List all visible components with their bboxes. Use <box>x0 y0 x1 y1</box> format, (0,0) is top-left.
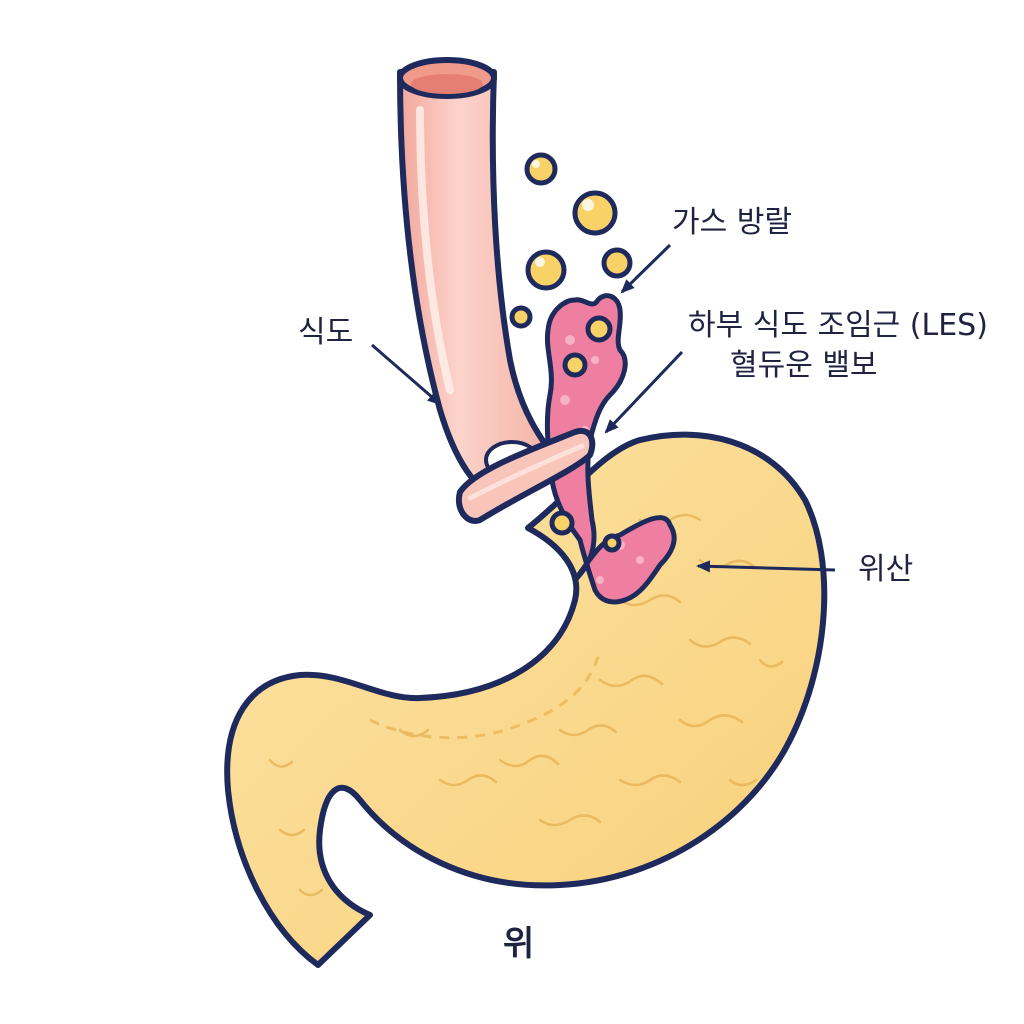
gas-bubble <box>528 252 564 288</box>
gas-bubble <box>552 513 572 533</box>
stomach-acid-label: 위산 <box>858 552 913 588</box>
esophagus-label: 식도 <box>298 315 353 351</box>
stomach-label: 위 <box>503 924 534 965</box>
gas-bubble <box>565 355 585 375</box>
les-label-line1: 하부 식도 조임근 (LES) <box>688 308 988 344</box>
stomach-body <box>227 435 824 965</box>
gas-bubble <box>512 308 530 326</box>
gas-bubbles-label: 가스 방랄 <box>672 205 792 241</box>
gas-bubble <box>527 155 555 183</box>
gas-bubble <box>588 318 610 340</box>
gas-bubble <box>575 193 615 233</box>
gas-bubble <box>605 536 619 550</box>
les-label-line2: 혈듀운 밸보 <box>730 348 878 384</box>
gas-bubble <box>604 250 630 276</box>
